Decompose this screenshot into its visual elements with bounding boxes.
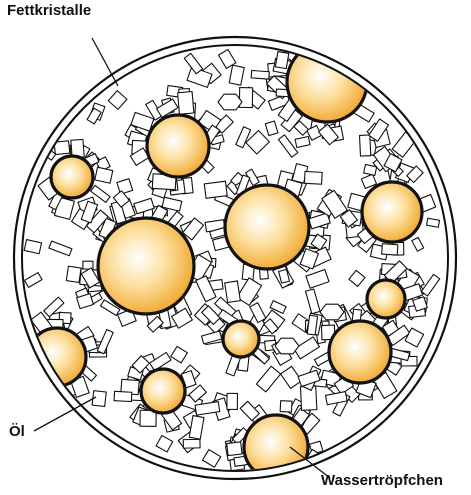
- fat-crystal: [265, 121, 278, 136]
- fat-crystal: [237, 278, 262, 306]
- fat-crystal: [334, 25, 353, 44]
- fat-crystal: [114, 391, 132, 401]
- fat-crystal: [66, 266, 81, 282]
- water-droplet: [51, 156, 93, 198]
- label-oil: Öl: [9, 423, 25, 440]
- fat-crystal: [108, 91, 127, 110]
- fat-crystal: [95, 167, 113, 183]
- fat-crystal: [304, 171, 322, 184]
- fat-crystal: [421, 274, 439, 296]
- fat-crystal: [251, 70, 269, 79]
- label-water-droplets: Wassertröpfchen: [321, 472, 443, 489]
- fat-crystal: [412, 237, 424, 251]
- fat-crystal: [427, 218, 440, 227]
- fat-crystal: [117, 179, 133, 194]
- fat-crystal: [306, 289, 321, 314]
- fat-crystal: [24, 240, 41, 254]
- fat-crystal: [225, 281, 241, 302]
- fat-crystal: [272, 476, 287, 493]
- water-droplet: [147, 115, 209, 177]
- fat-crystal: [278, 135, 297, 157]
- fat-crystal: [178, 92, 194, 115]
- fat-crystal: [319, 26, 328, 46]
- fat-crystal: [280, 401, 292, 412]
- fat-crystal: [203, 450, 221, 468]
- water-droplet: [223, 321, 259, 357]
- fat-crystal: [171, 346, 188, 363]
- fat-crystal-hexagon: [218, 94, 242, 110]
- fat-crystal: [134, 198, 154, 214]
- fat-crystal: [306, 270, 329, 289]
- fat-crystal: [307, 315, 317, 335]
- leader-oil: [34, 397, 96, 431]
- water-droplet: [367, 280, 405, 318]
- fat-crystal: [49, 241, 72, 256]
- fat-crystal: [156, 435, 173, 451]
- water-droplet: [225, 185, 309, 269]
- fat-crystal: [256, 366, 280, 392]
- fat-crystal: [204, 181, 227, 198]
- fat-crystal: [183, 439, 200, 448]
- fat-crystal: [184, 53, 202, 73]
- fat-crystal: [229, 65, 244, 85]
- water-droplet: [362, 182, 422, 242]
- fat-crystal: [348, 34, 363, 49]
- water-droplet: [141, 369, 185, 413]
- fat-crystal-hexagon: [320, 304, 344, 320]
- fat-crystal: [227, 442, 242, 456]
- fat-crystal: [257, 478, 275, 495]
- fat-crystal: [382, 244, 398, 255]
- water-droplet: [329, 321, 391, 383]
- fat-crystal: [339, 34, 352, 49]
- fat-crystal: [295, 137, 310, 148]
- fat-crystal: [349, 270, 365, 286]
- fat-crystal: [275, 52, 288, 69]
- fat-crystal: [24, 273, 42, 288]
- fat-crystal-hexagon: [275, 338, 299, 354]
- fat-crystal: [18, 372, 35, 389]
- fat-crystal: [25, 375, 39, 393]
- fat-crystal: [239, 88, 252, 108]
- label-fat-crystals: Fettkristalle: [7, 2, 91, 19]
- fat-crystal: [392, 132, 416, 157]
- fat-crystals: [10, 25, 440, 495]
- fat-crystal: [302, 28, 318, 49]
- fat-crystal: [360, 135, 371, 156]
- fat-crystal: [364, 164, 377, 175]
- water-droplet: [98, 218, 194, 314]
- fat-crystal: [227, 393, 238, 409]
- fat-crystal: [256, 479, 275, 495]
